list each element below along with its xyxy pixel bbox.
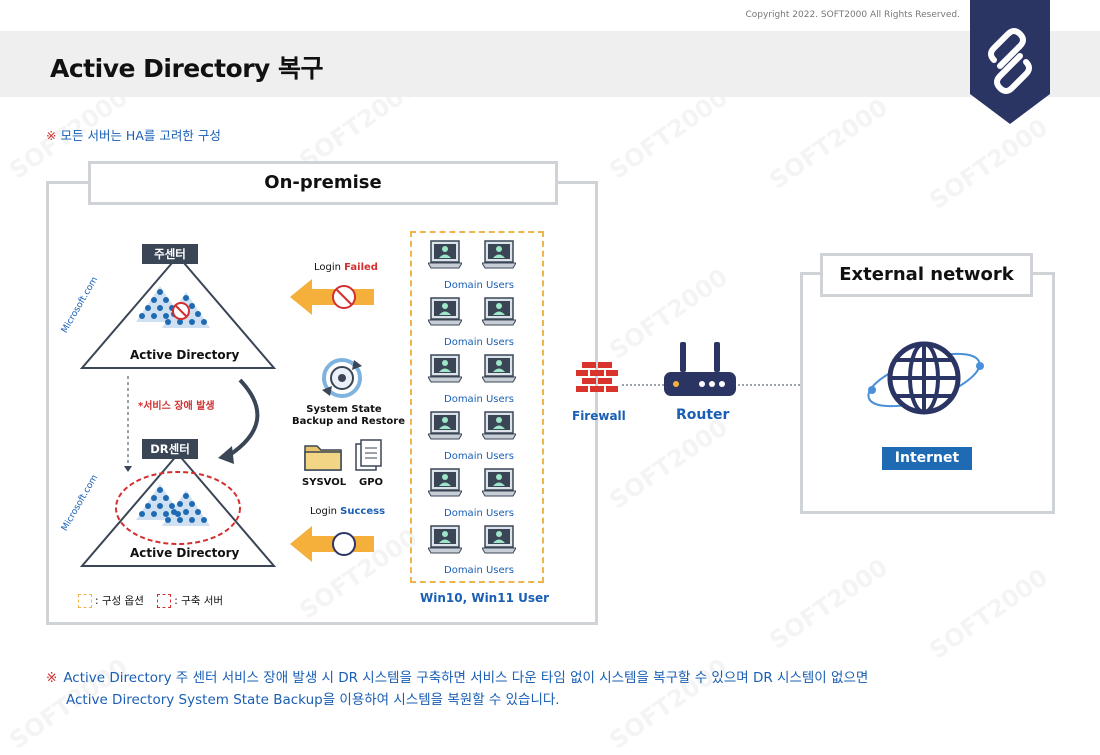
page-title: Active Directory 복구 [50, 54, 324, 83]
legend-option-swatch [78, 594, 92, 608]
note-mark: ※ [46, 128, 57, 143]
backup-label: System State Backup and Restore [292, 404, 406, 428]
laptop-user-icon [482, 468, 516, 497]
watermark: SOFT2000 [604, 413, 732, 515]
laptop-user-icon [428, 468, 462, 497]
watermark: SOFT2000 [764, 93, 892, 195]
watermark: SOFT2000 [604, 83, 732, 185]
legend: : 구성 옵션 : 구축 서버 [78, 593, 223, 608]
user-row: Domain Users [412, 407, 546, 464]
firewall-label: Firewall [572, 409, 626, 423]
gpo-label: GPO [359, 477, 384, 488]
globe-icon [867, 341, 984, 415]
laptop-user-icon [428, 297, 462, 326]
sysvol-folder-icon [304, 445, 342, 471]
router-icon [664, 342, 736, 396]
user-row: Domain Users [412, 293, 546, 350]
primary-ad-triangle [79, 254, 277, 369]
domain-users-label: Domain Users [444, 394, 514, 405]
ad-label-dr: Active Directory [130, 546, 240, 560]
note-bottom-line2: Active Directory System State Backup을 이용… [66, 692, 560, 708]
user-row: Domain Users [412, 350, 546, 407]
watermark: SOFT2000 [924, 113, 1052, 215]
laptop-user-icon [428, 240, 462, 269]
note-bottom-line1: Active Directory 주 센터 서비스 장애 발생 시 DR 시스템… [63, 670, 869, 686]
failure-note: *서비스 장애 발생 [138, 401, 215, 412]
laptop-user-icon [482, 354, 516, 383]
login-failed-label: Login Failed [314, 262, 378, 273]
note-top: ※ 모든 서버는 HA를 고려한 구성 [46, 125, 221, 144]
gpo-document-icon [355, 439, 382, 471]
laptop-user-icon [428, 525, 462, 554]
title-band: Active Directory 복구 [0, 31, 1100, 97]
backup-line2: Backup and Restore [292, 416, 406, 427]
backup-line1: System State [306, 404, 382, 415]
laptop-user-icon [482, 525, 516, 554]
login-failed-prefix: Login [314, 262, 345, 273]
soft2000-logo-icon [970, 0, 1050, 124]
left-arrow-success-icon [290, 526, 374, 562]
external-network-title: External network [820, 253, 1033, 297]
sysvol-label: SYSVOL [302, 477, 347, 488]
domain-users-group: Domain Users Domain Users Domain Users D… [410, 231, 544, 583]
legend-option-label: : 구성 옵션 [95, 595, 144, 607]
no-entry-icon [172, 302, 190, 320]
laptop-user-icon [428, 411, 462, 440]
login-success-status: Success [340, 506, 386, 517]
router-label: Router [676, 407, 730, 423]
primary-center-tag: 주센터 [142, 244, 198, 264]
laptop-user-icon [428, 354, 462, 383]
user-row: Domain Users [412, 236, 546, 293]
ad-label-primary: Active Directory [130, 348, 240, 362]
user-row: Domain Users [412, 521, 546, 578]
firewall-icon [576, 362, 618, 392]
laptop-user-icon [482, 297, 516, 326]
legend-server-label: : 구축 서버 [174, 595, 224, 607]
ad-forest-icon [136, 484, 210, 526]
copyright-text: Copyright 2022. SOFT2000 All Rights Rese… [745, 10, 960, 20]
internet-label: Internet [882, 447, 972, 470]
users-caption: Win10, Win11 User [420, 591, 550, 605]
note-bottom-mark: ※ [46, 670, 58, 686]
dr-center-tag: DR센터 [142, 439, 198, 459]
login-failed-status: Failed [344, 262, 378, 273]
domain-users-label: Domain Users [444, 508, 514, 519]
user-row: Domain Users [412, 464, 546, 521]
domain-users-label: Domain Users [444, 280, 514, 291]
note-bottom: ※ Active Directory 주 센터 서비스 장애 발생 시 DR 시스… [46, 667, 868, 711]
laptop-user-icon [482, 411, 516, 440]
domain-users-label: Domain Users [444, 565, 514, 576]
login-success-label: Login Success [310, 506, 385, 517]
domain-users-label: Domain Users [444, 451, 514, 462]
on-premise-title: On-premise [88, 161, 558, 205]
failover-arrows [124, 376, 260, 472]
watermark: SOFT2000 [924, 563, 1052, 665]
login-success-prefix: Login [310, 506, 341, 517]
dr-ad-triangle [79, 452, 277, 567]
watermark: SOFT2000 [764, 553, 892, 655]
left-arrow-failed-icon [290, 279, 374, 315]
domain-users-label: Domain Users [444, 337, 514, 348]
legend-server-swatch [157, 594, 172, 608]
note-top-text: 모든 서버는 HA를 고려한 구성 [60, 128, 221, 143]
network-links [622, 384, 802, 386]
backup-restore-icon [322, 358, 362, 398]
laptop-user-icon [482, 240, 516, 269]
